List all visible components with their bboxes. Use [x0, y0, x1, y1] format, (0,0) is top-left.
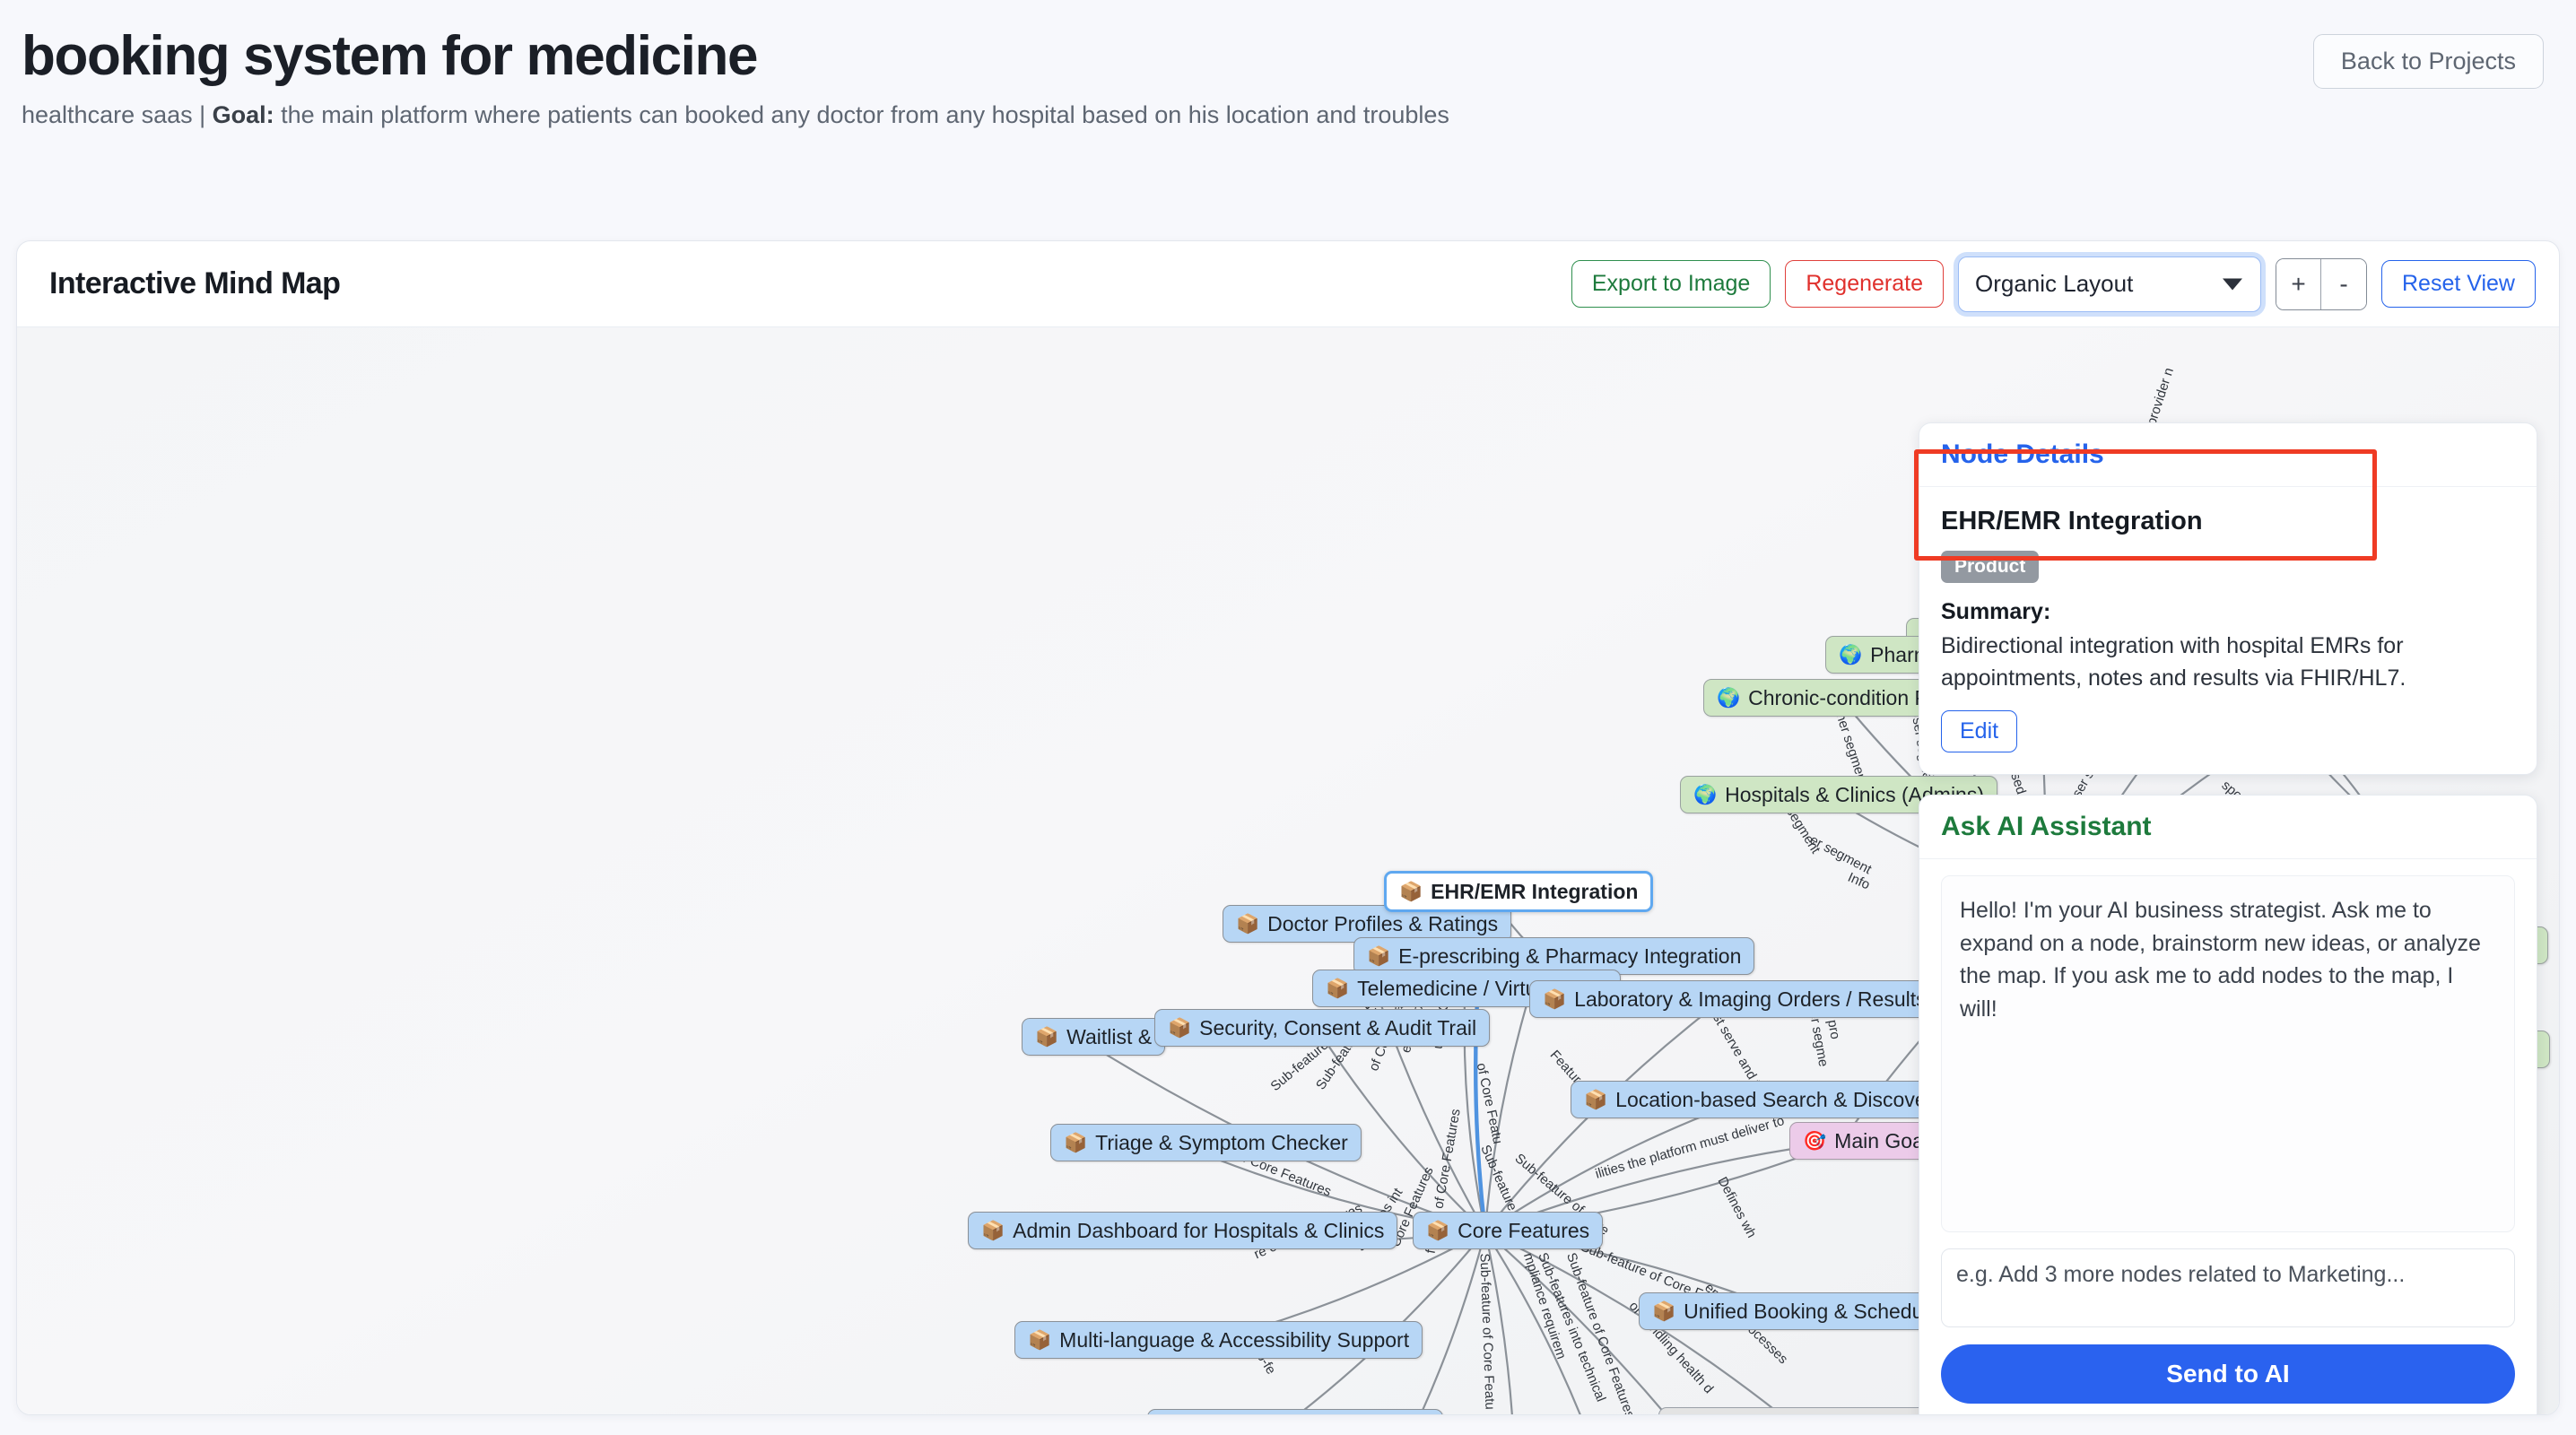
node-details-body: EHR/EMR Integration Product Summary: Bid… [1919, 487, 2537, 774]
globe-icon: 🌍 [1693, 784, 1718, 805]
package-icon: 📦 [1426, 1220, 1450, 1241]
package-icon: 📦 [1064, 1132, 1088, 1153]
chevron-down-icon [2223, 278, 2242, 290]
mindmap-edge [1484, 1231, 1513, 1414]
package-icon: 📦 [1543, 988, 1567, 1010]
mindmap-node-corefeatures[interactable]: 📦 Core Features [1413, 1212, 1604, 1250]
mindmap-node-maingoal[interactable]: 🎯 Main Goal [1789, 1122, 1942, 1161]
mindmap-node-label: Admin Dashboard for Hospitals & Clinics [1013, 1219, 1385, 1242]
mind-map-canvas[interactable]: Links growth initiativ-pay and provider … [17, 327, 2559, 1414]
ask-ai-panel: Ask AI Assistant Hello! I'm your AI busi… [1919, 795, 2537, 1414]
reset-view-button[interactable]: Reset View [2381, 260, 2536, 308]
globe-icon: 🌍 [1839, 644, 1863, 665]
summary-text: Bidirectional integration with hospital … [1941, 633, 2406, 691]
mindmap-node-waitlist[interactable]: 📦 Waitlist & [1022, 1018, 1166, 1057]
edit-node-button[interactable]: Edit [1941, 710, 2018, 752]
mind-map-toolbar: Export to Image Regenerate Organic Layou… [1571, 256, 2536, 312]
mindmap-node-ehr[interactable]: 📦 EHR/EMR Integration [1384, 871, 1654, 913]
package-icon: 📦 [1399, 881, 1423, 902]
package-icon: 📦 [1035, 1026, 1059, 1048]
ai-greeting-message: Hello! I'm your AI business strategist. … [1960, 898, 2481, 1022]
node-details-panel: Node Details EHR/EMR Integration Product… [1919, 422, 2537, 775]
mindmap-node-label: Main Goal [1834, 1129, 1928, 1152]
mindmap-node-eprescribing[interactable]: 📦 E-prescribing & Pharmacy Integration [1353, 937, 1755, 976]
package-icon: 📦 [981, 1220, 1005, 1241]
page-header: booking system for medicine healthcare s… [0, 0, 2576, 233]
package-icon: 📦 [1168, 1017, 1192, 1039]
globe-icon: 🌍 [1717, 687, 1741, 709]
package-icon: 📦 [1367, 945, 1391, 967]
mindmap-edge [1484, 1231, 1581, 1414]
package-icon: 📦 [1236, 913, 1260, 935]
mindmap-edge [1316, 1028, 1486, 1232]
mindmap-node-label: Location-based Search & Discovery [1615, 1088, 1944, 1111]
ask-ai-title: Ask AI Assistant [1919, 796, 2537, 859]
mindmap-node-location[interactable]: 📦 Location-based Search & Discovery [1571, 1081, 1957, 1119]
mindmap-node-label: Unified Booking & Scheduling [1684, 1300, 1956, 1323]
mindmap-node-triage[interactable]: 📦 Triage & Symptom Checker [1050, 1124, 1362, 1162]
layout-select-value: Organic Layout [1975, 270, 2134, 297]
package-icon: 📦 [1652, 1300, 1676, 1322]
mindmap-node-label: Triage & Symptom Checker [1095, 1131, 1348, 1154]
mindmap-node-multilang[interactable]: 📦 Multi-language & Accessibility Support [1014, 1321, 1423, 1360]
zoom-out-button[interactable]: - [2321, 258, 2366, 309]
mindmap-node-unified[interactable]: 📦 Unified Booking & Scheduling [1639, 1292, 1970, 1331]
mind-map-card: Interactive Mind Map Export to Image Reg… [16, 240, 2560, 1415]
ai-chat-log[interactable]: Hello! I'm your AI business strategist. … [1941, 875, 2515, 1232]
target-icon: 🎯 [1803, 1130, 1827, 1152]
package-icon: 📦 [1326, 978, 1350, 999]
subtitle-goal-text: the main platform where patients can boo… [274, 101, 1449, 129]
mindmap-node-label: Laboratory & Imaging Orders / Results [1574, 987, 1927, 1011]
mindmap-node-admindash[interactable]: 📦 Admin Dashboard for Hospitals & Clinics [968, 1212, 1398, 1250]
ai-prompt-input[interactable] [1941, 1248, 2515, 1327]
mindmap-node-notifications[interactable]: 📦Notifications & Reminders [1147, 1409, 1443, 1414]
node-details-title: Node Details [1919, 423, 2537, 487]
mindmap-node-label: Multi-language & Accessibility Support [1059, 1328, 1410, 1352]
mindmap-node-security[interactable]: 📦 Security, Consent & Audit Trail [1154, 1009, 1491, 1048]
page-title: booking system for medicine [22, 25, 758, 87]
send-to-ai-button[interactable]: Send to AI [1941, 1344, 2515, 1404]
zoom-controls: + - [2276, 257, 2367, 310]
mindmap-node-label: Core Features [1458, 1219, 1590, 1242]
card-header: Interactive Mind Map Export to Image Reg… [17, 241, 2559, 327]
mindmap-node-label: Doctor Profiles & Ratings [1267, 912, 1499, 935]
mindmap-node-laboratory[interactable]: 📦 Laboratory & Imaging Orders / Results [1529, 980, 1940, 1019]
package-icon: 📦 [1028, 1329, 1052, 1351]
summary-label: Summary: [1941, 599, 2051, 624]
zoom-in-button[interactable]: + [2276, 258, 2321, 309]
package-icon: 📦 [1584, 1089, 1608, 1110]
right-panel-stack: Node Details EHR/EMR Integration Product… [1919, 422, 2537, 1414]
subtitle-prefix: healthcare saas | [22, 101, 213, 129]
mindmap-edge [1484, 1231, 1667, 1414]
mindmap-node-label: Waitlist & [1066, 1025, 1153, 1048]
back-to-projects-button[interactable]: Back to Projects [2312, 34, 2544, 89]
ask-ai-body: Hello! I'm your AI business strategist. … [1919, 859, 2537, 1414]
mindmap-edge [1419, 1231, 1486, 1414]
node-type-badge: Product [1941, 551, 2040, 583]
export-to-image-button[interactable]: Export to Image [1571, 260, 1771, 308]
node-details-name: EHR/EMR Integration [1941, 507, 2203, 535]
mindmap-node-label: EHR/EMR Integration [1431, 880, 1639, 903]
mindmap-node-label: E-prescribing & Pharmacy Integration [1398, 944, 1742, 968]
subtitle-goal-label: Goal: [212, 101, 274, 129]
layout-select[interactable]: Organic Layout [1958, 256, 2261, 312]
regenerate-button[interactable]: Regenerate [1785, 260, 1944, 308]
page-subtitle: healthcare saas | Goal: the main platfor… [22, 98, 1663, 133]
card-title: Interactive Mind Map [49, 266, 341, 300]
mindmap-node-label: Security, Consent & Audit Trail [1199, 1016, 1477, 1039]
